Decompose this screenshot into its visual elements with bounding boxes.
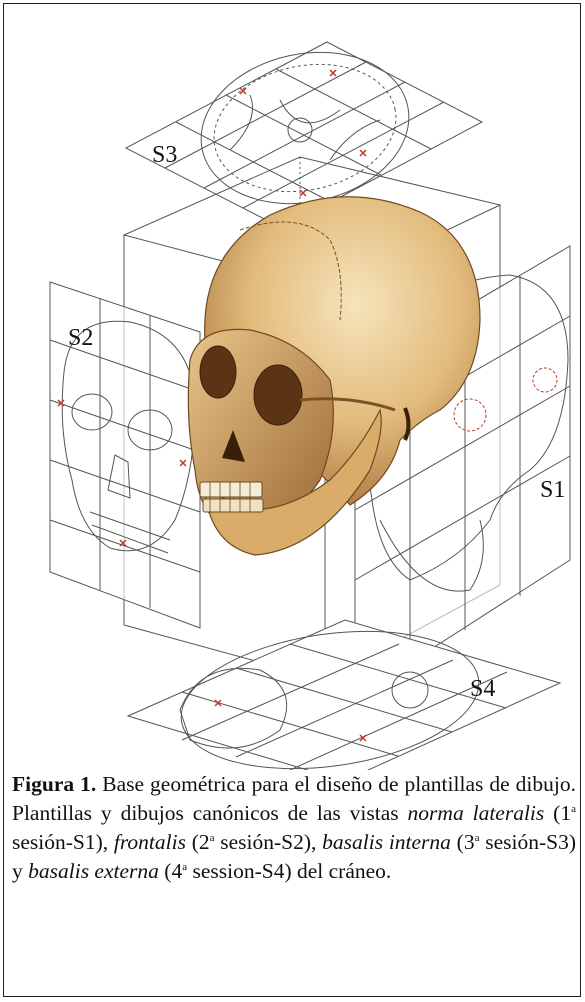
template-s3 <box>126 34 482 228</box>
caption-text: (3 <box>451 830 475 854</box>
caption-text: (4 <box>159 859 182 883</box>
caption-text: (1 <box>544 801 571 825</box>
upper-teeth <box>200 482 262 497</box>
label-s1: S1 <box>540 477 565 503</box>
caption-figure-label: Figura 1. <box>12 772 96 796</box>
figure-caption: Figura 1. Base geométrica para el diseño… <box>12 770 576 886</box>
caption-view-basalis-externa: basalis externa <box>28 859 159 883</box>
orbit-left <box>200 346 236 398</box>
label-s2: S2 <box>68 325 93 351</box>
label-s3: S3 <box>152 142 177 168</box>
caption-ordinal: a <box>571 803 576 815</box>
caption-text: session-S4) del cráneo. <box>187 859 391 883</box>
skull-template-illustration: S3 S2 S1 S4 <box>0 0 585 770</box>
caption-view-frontalis: frontalis <box>114 830 186 854</box>
caption-text: sesión-S1), <box>12 830 114 854</box>
label-s4: S4 <box>470 676 495 702</box>
caption-view-basalis-interna: basalis interna <box>322 830 451 854</box>
caption-view-lateralis: norma lateralis <box>408 801 545 825</box>
caption-text: sesión-S2), <box>215 830 323 854</box>
orbit-right <box>254 365 302 425</box>
lower-teeth <box>203 499 263 512</box>
caption-text: (2 <box>186 830 210 854</box>
